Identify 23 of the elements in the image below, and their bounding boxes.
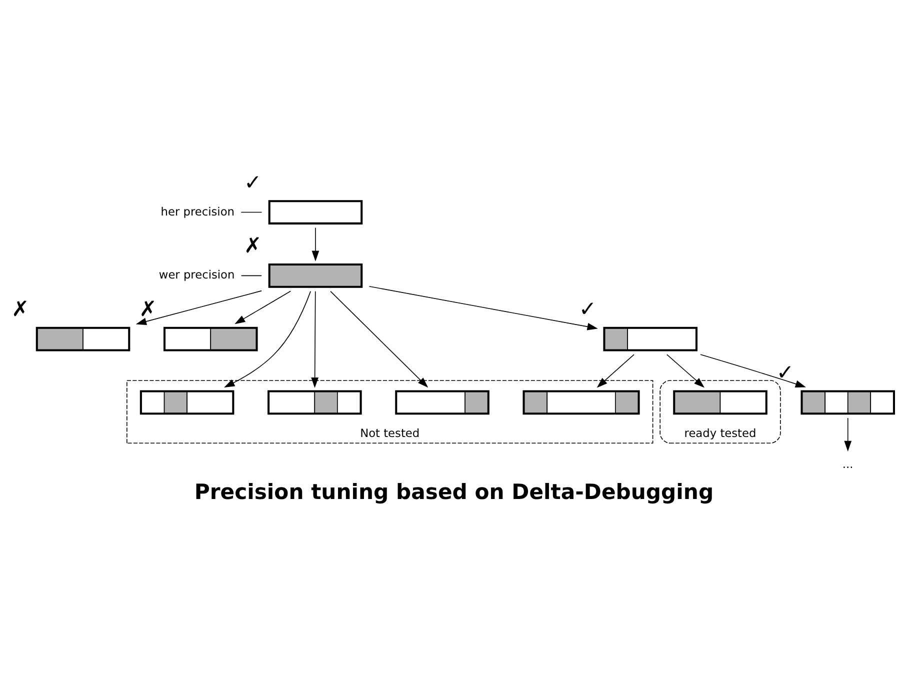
arrow xyxy=(312,227,320,262)
node-label: ✗ xyxy=(244,232,262,258)
arrow xyxy=(844,418,852,452)
node-label: ✓ xyxy=(244,169,262,194)
node-label: ✗ xyxy=(139,296,157,322)
arrow xyxy=(666,354,704,388)
arrow xyxy=(700,354,806,388)
arrow xyxy=(234,290,292,324)
node-text: wer precision xyxy=(158,268,235,282)
arrow xyxy=(368,286,598,330)
diagram-title: Precision tuning based on Delta-Debugging xyxy=(194,479,714,504)
arrow xyxy=(596,354,634,388)
connector xyxy=(240,275,262,276)
connector xyxy=(240,212,262,213)
arrow xyxy=(311,290,319,388)
node-text: ... xyxy=(842,457,854,472)
arrow xyxy=(330,290,428,388)
arrow xyxy=(136,290,262,326)
arrow xyxy=(224,290,311,388)
node-label: ✗ xyxy=(11,296,30,322)
node-label: ✓ xyxy=(578,296,597,322)
cluster: ready tested xyxy=(660,380,781,444)
node-text: her precision xyxy=(160,204,234,218)
